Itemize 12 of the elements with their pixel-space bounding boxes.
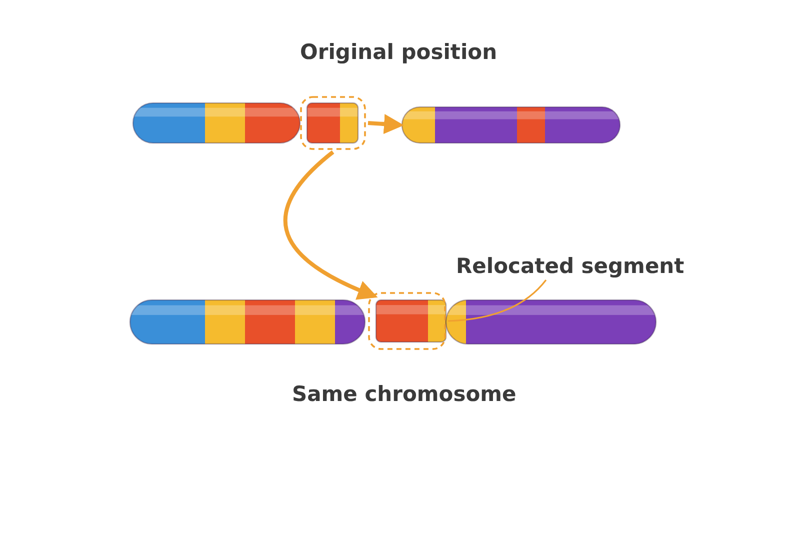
chromosome-arm — [130, 300, 365, 344]
chromosome-arm — [133, 103, 300, 143]
callout-label: Relocated segment — [456, 254, 684, 278]
heading-label: Same chromosome — [292, 382, 516, 406]
excised-segment — [300, 96, 366, 150]
arrow — [368, 114, 404, 134]
chromosome-arm — [446, 300, 656, 344]
heading-label: Original position — [300, 40, 498, 64]
curved-arrow — [284, 150, 378, 300]
leader-line — [448, 279, 547, 322]
chromosome-arm — [402, 107, 620, 143]
relocated-segment — [368, 292, 446, 350]
